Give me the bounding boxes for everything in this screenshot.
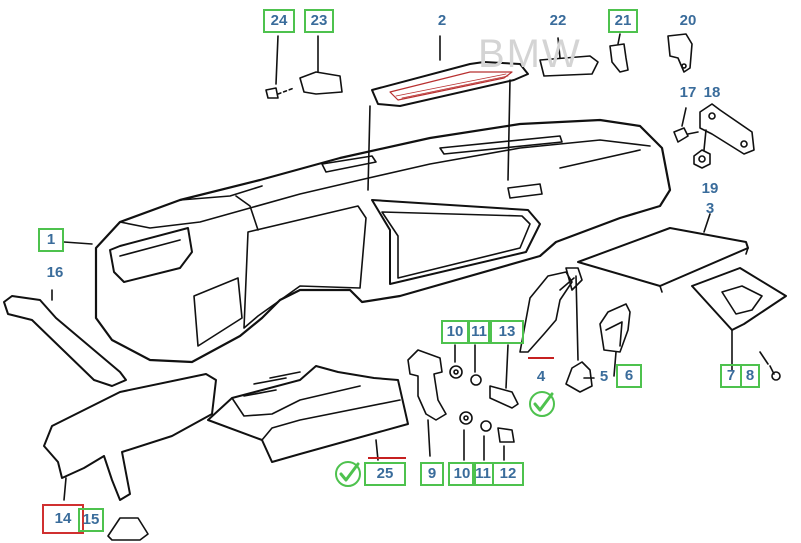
check-icon [529, 391, 555, 417]
part-label-21[interactable]: 21 [608, 9, 638, 33]
part-label-2[interactable]: 2 [437, 12, 447, 29]
part-label-18[interactable]: 18 [703, 84, 721, 101]
part-25-duct [207, 365, 409, 463]
part-label-20[interactable]: 20 [679, 12, 697, 29]
part-label-17[interactable]: 17 [679, 84, 697, 101]
part-label-7[interactable]: 7 [720, 364, 742, 388]
part-14-panel [43, 373, 217, 501]
part-4-highlight [528, 357, 554, 359]
part-label-15[interactable]: 15 [78, 508, 104, 532]
check-icon [335, 461, 361, 487]
part-9-bracket [407, 344, 519, 461]
part-label-10-lower[interactable]: 10 [448, 462, 476, 486]
part-18-bracket [699, 103, 755, 155]
part-label-10-upper[interactable]: 10 [441, 320, 469, 344]
part-4-bracket [519, 267, 583, 353]
part-22-bracket [539, 37, 599, 77]
part-label-4[interactable]: 4 [536, 368, 546, 385]
watermark-text: BMW [478, 32, 582, 76]
part-6-clip [599, 303, 631, 353]
part-label-11-lower[interactable]: 11 [472, 462, 494, 486]
part-label-22[interactable]: 22 [549, 12, 567, 29]
part-5-clip [565, 275, 593, 393]
part-label-3[interactable]: 3 [705, 200, 715, 217]
part-label-8[interactable]: 8 [740, 364, 760, 388]
part-25-highlight [368, 457, 406, 459]
part-17-screw [673, 107, 699, 143]
part-label-9[interactable]: 9 [420, 462, 444, 486]
part-label-12[interactable]: 12 [492, 462, 524, 486]
part-label-16[interactable]: 16 [46, 264, 64, 281]
part-20-clip [667, 33, 693, 73]
part-3-panel [577, 213, 749, 293]
part-label-1[interactable]: 1 [38, 228, 64, 252]
part-7-trim [691, 267, 787, 371]
part-16-strap [3, 289, 127, 387]
part-label-13[interactable]: 13 [490, 320, 524, 344]
part-label-11-upper[interactable]: 11 [468, 320, 490, 344]
part-23-bracket [299, 35, 343, 95]
part-label-23[interactable]: 23 [304, 9, 334, 33]
dashboard-shape [94, 118, 672, 364]
part-label-19[interactable]: 19 [701, 180, 719, 197]
part-24-screw [265, 35, 295, 99]
part-label-6[interactable]: 6 [616, 364, 642, 388]
part-label-14[interactable]: 14 [42, 504, 84, 534]
part-label-25[interactable]: 25 [364, 462, 406, 486]
part-21-clip [609, 33, 629, 73]
part-2-grille [367, 61, 529, 191]
part-15-piece [107, 517, 149, 541]
part-8-screw [759, 351, 781, 381]
part-label-5[interactable]: 5 [599, 368, 609, 385]
part-label-24[interactable]: 24 [263, 9, 295, 33]
part-19-nut [693, 129, 711, 169]
